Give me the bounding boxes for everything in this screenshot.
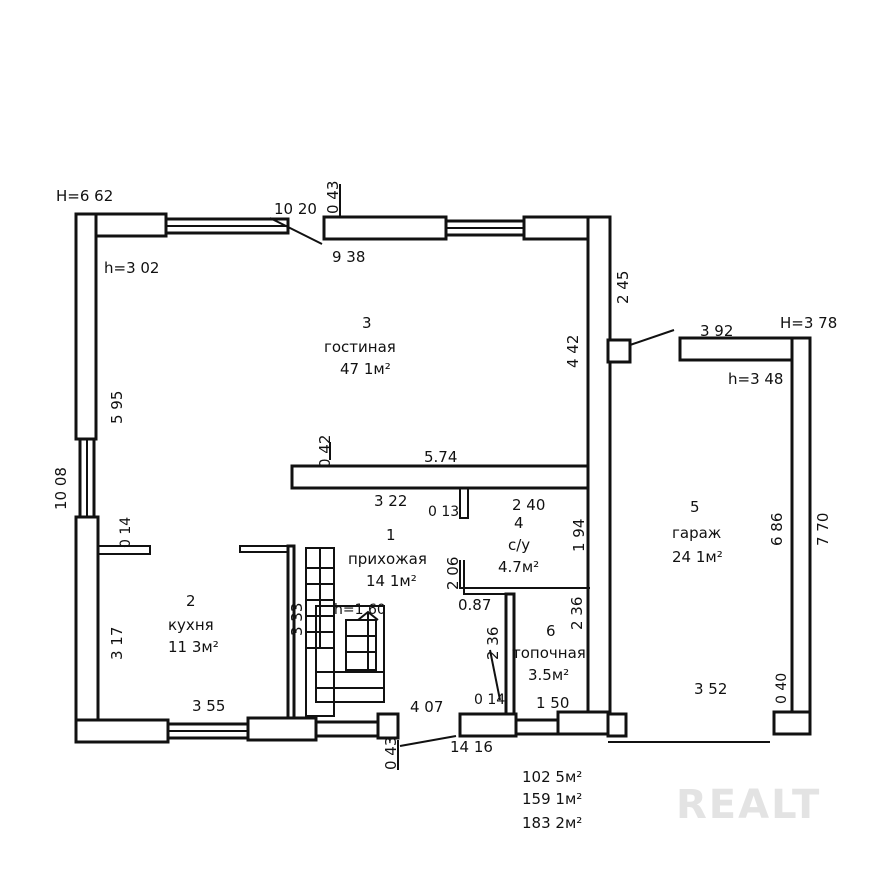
dim-bath-door: 0.87	[458, 596, 491, 614]
dim-stair-len: 3 33	[288, 603, 306, 636]
bath-name: с/у	[508, 536, 530, 554]
dimension-labels: 5 95 4 42 2 45 5.74 0 42 3 22 0 13 2 4 0 …	[108, 271, 837, 715]
dim-garage-inner: 6 86	[768, 513, 786, 546]
dim-hall-stub: 0 13	[428, 504, 459, 520]
total-length-left: 10 08	[52, 467, 70, 510]
dim-bath-right: 1 94	[570, 519, 588, 552]
bath-area: 4.7м²	[498, 558, 539, 576]
house-walls	[74, 212, 612, 744]
living-name: гостиная	[324, 338, 396, 356]
partition-main	[290, 464, 590, 490]
utility-name: топочная	[512, 644, 586, 662]
dim-utility-left: 2 36	[484, 627, 502, 660]
kitchen-area: 11 3м²	[168, 638, 219, 656]
hall-area: 14 1м²	[366, 572, 417, 590]
dim-stair-height: h=1 60	[334, 602, 386, 618]
dim-hall-top: 3 22	[374, 492, 407, 510]
dim-garage-height: H=3 78	[780, 314, 837, 332]
bottom-length-inner: 4 07	[410, 698, 443, 716]
garage-area: 24 1м²	[672, 548, 723, 566]
living-number: 3	[362, 314, 372, 332]
room-height-label: h=3 02	[104, 259, 159, 277]
window-bottom-mid	[314, 720, 380, 738]
dim-kitchen-bottom: 3 55	[192, 697, 225, 715]
dim-utility-stub: 0 14	[474, 692, 505, 708]
leader-lines	[269, 184, 675, 770]
kitchen-number: 2	[186, 592, 196, 610]
dim-garage-stub: 0 40	[774, 673, 790, 704]
dim-garage-width-bottom: 3 52	[694, 680, 727, 698]
area-totals: 102 5м² 159 1м² 183 2м²	[522, 768, 582, 832]
dim-living-left: 5 95	[108, 391, 126, 424]
dim-partition-thk: 0 42	[316, 435, 334, 468]
garage-number: 5	[690, 498, 700, 516]
dim-garage-width-top: 3 92	[700, 322, 733, 340]
interior-walls	[97, 464, 590, 720]
wall-offset-top: 0 43	[324, 181, 342, 214]
room-labels: 3 гостиная 47 1м² 1 прихожая 14 1м² 2 ку…	[168, 314, 723, 684]
dim-living-right: 4 42	[564, 335, 582, 368]
kitchen-name: кухня	[168, 616, 214, 634]
bath-number: 4	[514, 514, 524, 532]
bottom-length-outer: 14 16	[450, 738, 493, 756]
dim-partition-len: 5.74	[424, 448, 457, 466]
dim-garage-room-height: h=3 48	[728, 370, 783, 388]
top-length-inner: 9 38	[332, 248, 365, 266]
total-area-1: 102 5м²	[522, 768, 582, 786]
dim-utility-right: 2 36	[568, 597, 586, 630]
garage-walls	[606, 336, 812, 743]
staircase	[305, 547, 385, 717]
dim-right-upper: 2 45	[614, 271, 632, 304]
entry-post	[376, 712, 400, 740]
building-labels: H=6 62 h=3 02 10 08 10 20 9 38 0 43 0 43…	[52, 181, 493, 770]
wall-offset-bottom: 0 43	[382, 737, 400, 770]
height-label: H=6 62	[56, 187, 113, 205]
total-area-2: 159 1м²	[522, 790, 582, 808]
hall-name: прихожая	[348, 550, 427, 568]
dim-utility-bottom: 1 50	[536, 694, 569, 712]
watermark-logo: REALT	[676, 782, 821, 828]
hall-number: 1	[386, 526, 396, 544]
garage-name: гараж	[672, 524, 721, 542]
dim-bath-top: 2 40	[512, 496, 545, 514]
total-area-3: 183 2м²	[522, 814, 582, 832]
utility-number: 6	[546, 622, 556, 640]
utility-area: 3.5м²	[528, 666, 569, 684]
top-length-outer: 10 20	[274, 200, 317, 218]
dim-garage-outer: 7 70	[814, 513, 832, 546]
living-area: 47 1м²	[340, 360, 391, 378]
dim-kitchen-stub: 0 14	[118, 517, 134, 548]
dim-bath-left: 2 06	[444, 557, 462, 590]
window-bottom-right	[514, 718, 560, 736]
dim-kitchen-left: 3 17	[108, 627, 126, 660]
